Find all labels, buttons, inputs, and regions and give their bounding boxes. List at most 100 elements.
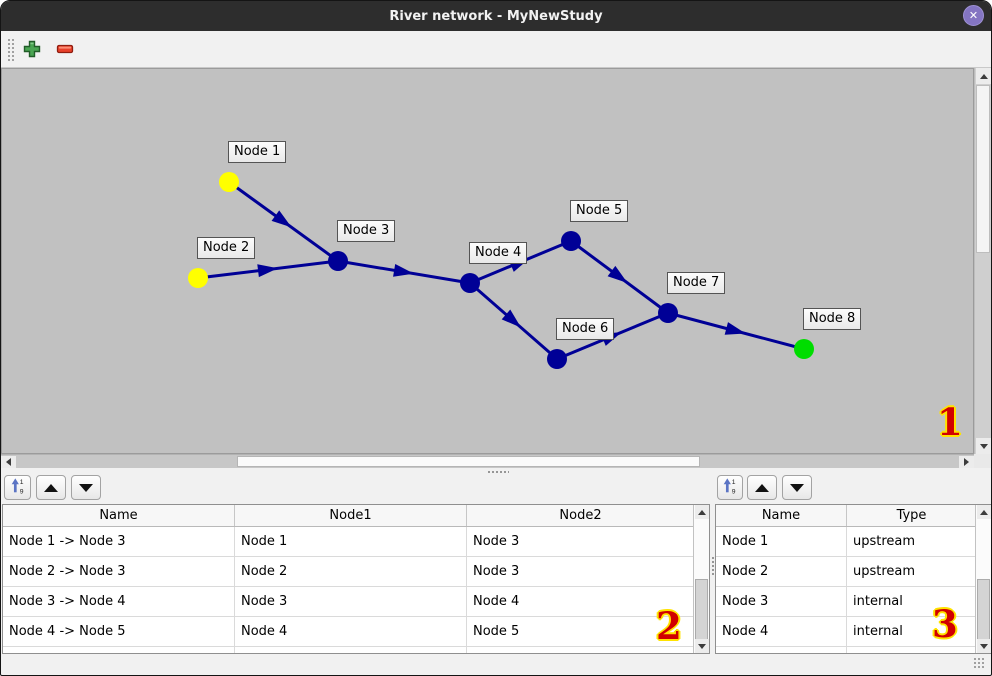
triangle-down-icon: [790, 483, 804, 492]
horizontal-splitter[interactable]: [1, 468, 991, 475]
network-node[interactable]: [460, 273, 480, 293]
vertical-splitter[interactable]: [711, 556, 715, 576]
table-cell[interactable]: Node 3: [716, 587, 847, 616]
nodes-sort-button[interactable]: 1 9: [717, 475, 743, 500]
close-button[interactable]: ✕: [963, 5, 984, 26]
table-cell[interactable]: Node 4: [235, 617, 467, 646]
table-cell[interactable]: Node 1: [235, 527, 467, 556]
reaches-move-down-button[interactable]: [71, 475, 101, 500]
edge-arrow-icon: [393, 263, 414, 277]
table-cell[interactable]: [716, 647, 847, 653]
edge-arrow-icon: [501, 309, 522, 328]
canvas-vertical-scrollbar[interactable]: [974, 68, 991, 454]
remove-button[interactable]: [54, 39, 76, 61]
vertical-scrollbar-thumb[interactable]: [977, 579, 990, 641]
table-cell[interactable]: upstream: [847, 557, 977, 586]
node-label[interactable]: Node 1: [228, 141, 287, 163]
table-cell[interactable]: Node 1: [716, 527, 847, 556]
node-label[interactable]: Node 3: [337, 220, 396, 242]
node-label[interactable]: Node 4: [469, 242, 528, 264]
table-cell[interactable]: [235, 647, 467, 653]
node-label[interactable]: Node 6: [556, 318, 615, 340]
network-canvas[interactable]: Node 1 Node 2 Node 3 Node 4 Node 5 Node 6 Node…: [1, 68, 974, 454]
canvas-horizontal-scrollbar[interactable]: [1, 454, 974, 468]
table-cell[interactable]: [3, 647, 235, 653]
column-header[interactable]: Node2: [467, 505, 695, 526]
column-header[interactable]: Name: [3, 505, 235, 526]
table-cell[interactable]: Node 3: [235, 587, 467, 616]
column-header[interactable]: Node1: [235, 505, 467, 526]
minus-icon: [56, 40, 74, 61]
triangle-down-icon: [698, 643, 706, 649]
annotation-1: 1: [937, 400, 963, 444]
window-resize-grip[interactable]: [973, 657, 986, 670]
network-node[interactable]: [219, 172, 239, 192]
table-cell[interactable]: Node 3: [467, 527, 695, 556]
reaches-sort-button[interactable]: 1 9: [4, 475, 31, 500]
vertical-scrollbar-thumb[interactable]: [695, 579, 708, 641]
nodes-move-down-button[interactable]: [782, 475, 812, 500]
scroll-up-button[interactable]: [977, 505, 991, 519]
network-node[interactable]: [794, 339, 814, 359]
close-icon: ✕: [968, 9, 979, 22]
table-cell[interactable]: Node 2 -> Node 3: [3, 557, 235, 586]
scroll-down-button[interactable]: [976, 438, 991, 454]
network-node[interactable]: [658, 303, 678, 323]
scroll-down-button[interactable]: [977, 639, 991, 653]
table-cell[interactable]: upstream: [847, 527, 977, 556]
table-cell[interactable]: Node 2: [235, 557, 467, 586]
scroll-down-button[interactable]: [695, 639, 709, 653]
table-cell[interactable]: [847, 647, 977, 653]
table-cell[interactable]: Node 3 -> Node 4: [3, 587, 235, 616]
nodes-move-up-button[interactable]: [747, 475, 777, 500]
network-node[interactable]: [328, 251, 348, 271]
network-node[interactable]: [561, 231, 581, 251]
scrollbar-corner: [974, 454, 991, 468]
title-bar[interactable]: River network - MyNewStudy ✕: [1, 1, 991, 31]
table-cell[interactable]: Node 4 -> Node 5: [3, 617, 235, 646]
scroll-left-button[interactable]: [1, 456, 16, 468]
triangle-up-icon: [44, 483, 58, 492]
horizontal-scrollbar-thumb[interactable]: [237, 456, 700, 467]
reaches-move-up-button[interactable]: [36, 475, 66, 500]
svg-text:9: 9: [732, 489, 736, 495]
node-label[interactable]: Node 2: [197, 237, 256, 259]
scroll-up-button[interactable]: [695, 505, 709, 519]
network-node[interactable]: [188, 268, 208, 288]
table-row[interactable]: [716, 647, 977, 653]
table-cell[interactable]: Node 4: [716, 617, 847, 646]
scroll-up-button[interactable]: [976, 68, 991, 84]
table-cell[interactable]: Node 2: [716, 557, 847, 586]
svg-text:1: 1: [732, 479, 736, 486]
triangle-up-icon: [755, 483, 769, 492]
toolbar-drag-handle[interactable]: [7, 38, 16, 61]
node-label[interactable]: Node 5: [570, 200, 629, 222]
node-label[interactable]: Node 8: [803, 308, 862, 330]
nodes-table-scrollbar[interactable]: [975, 505, 991, 653]
sort-ascending-icon: 1 9: [721, 477, 739, 498]
table-cell[interactable]: Node 1 -> Node 3: [3, 527, 235, 556]
edge-arrow-icon: [607, 265, 628, 283]
triangle-left-icon: [6, 458, 11, 466]
triangle-down-icon: [980, 643, 988, 649]
scroll-right-button[interactable]: [959, 456, 974, 468]
add-button[interactable]: [21, 39, 43, 61]
node-label[interactable]: Node 7: [667, 272, 726, 294]
table-row[interactable]: [3, 647, 695, 653]
column-header[interactable]: Name: [716, 505, 847, 526]
reaches-table-scrollbar[interactable]: [693, 505, 709, 653]
table-cell[interactable]: Node 3: [467, 557, 695, 586]
column-header[interactable]: Type: [847, 505, 977, 526]
vertical-scrollbar-thumb[interactable]: [976, 85, 990, 253]
network-node[interactable]: [547, 349, 567, 369]
